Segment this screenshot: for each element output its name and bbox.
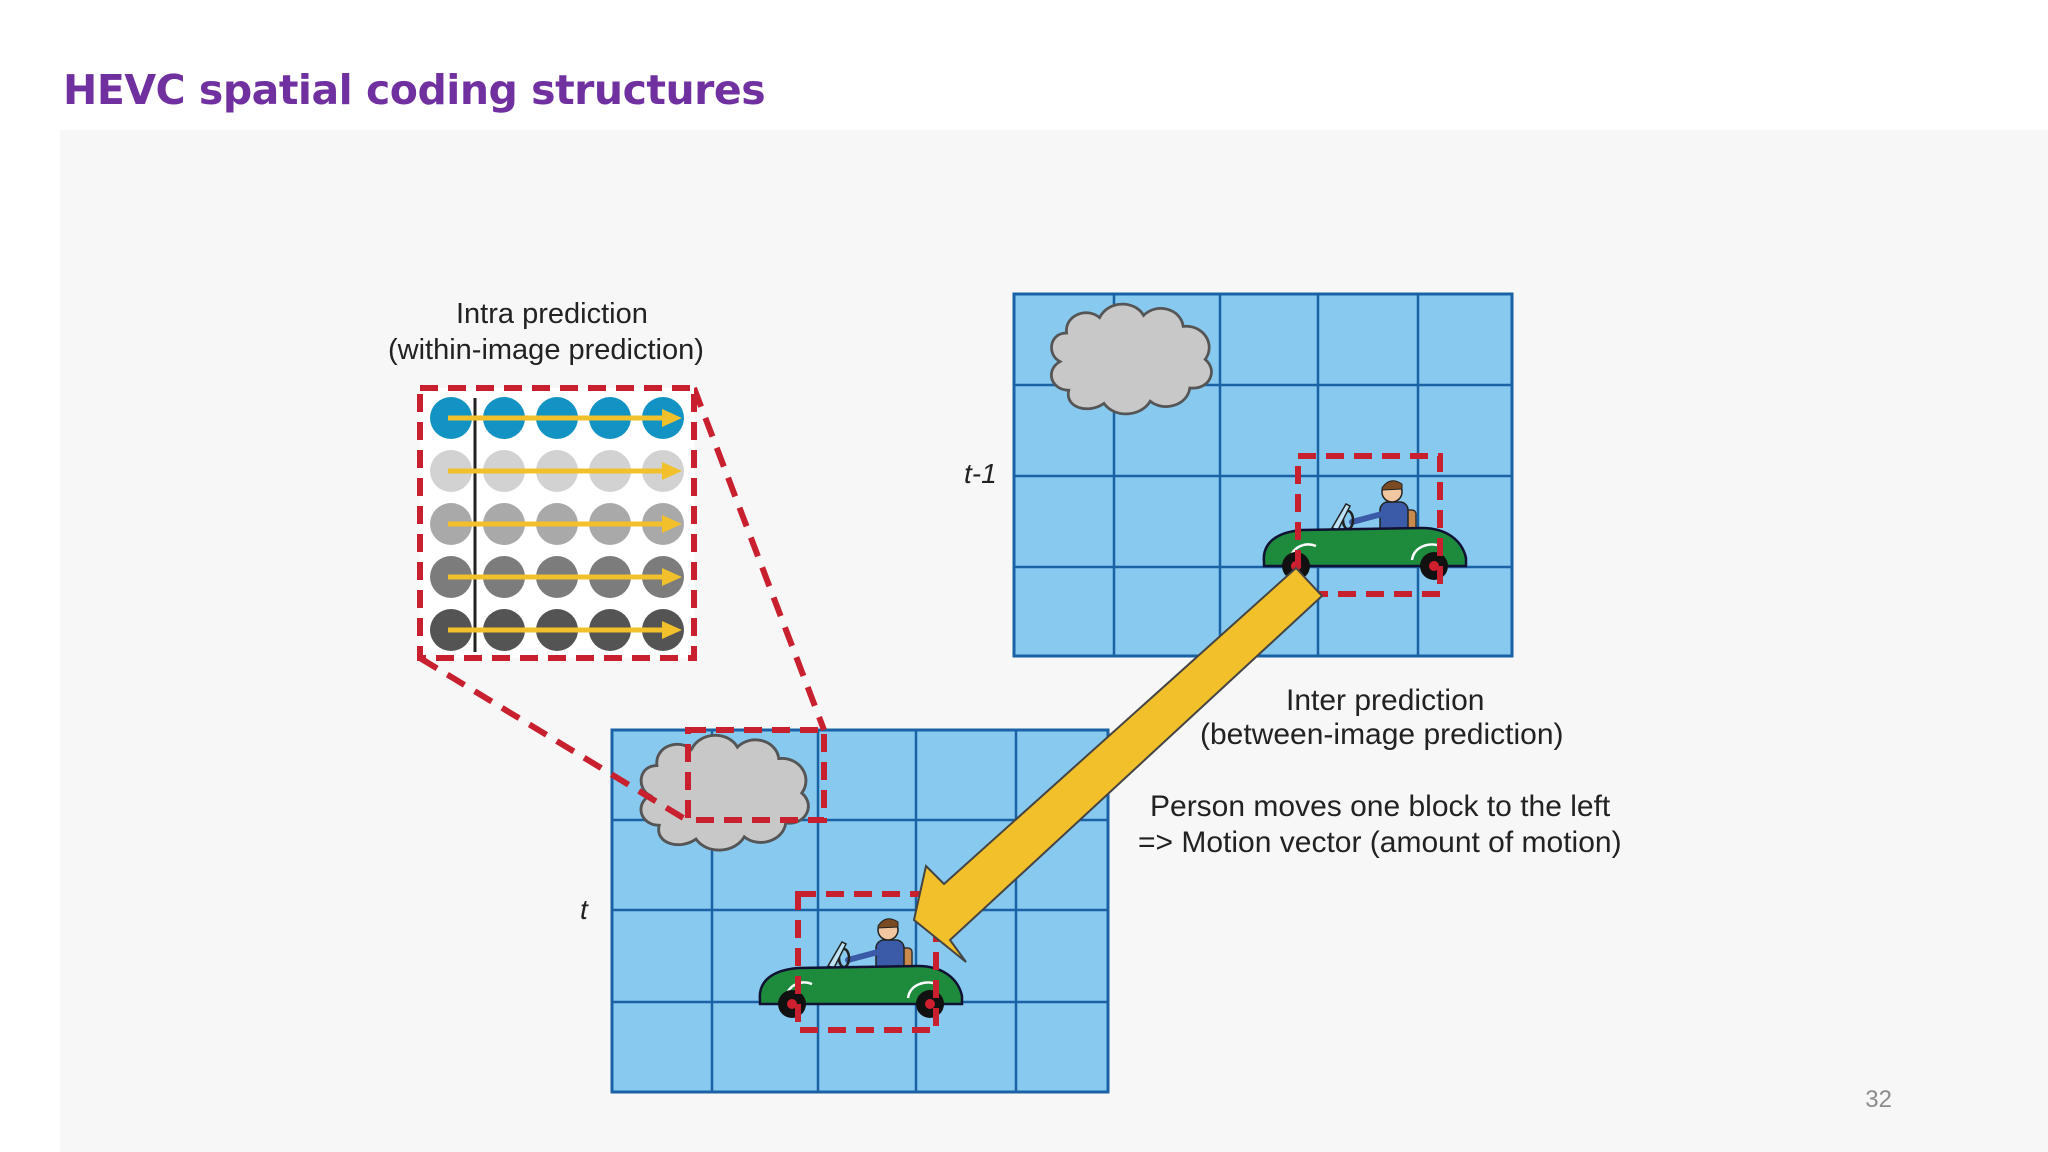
prediction-arrowhead: [662, 621, 682, 639]
reference-block-box: [1295, 453, 1443, 597]
frame-label-previous: t-1: [964, 458, 997, 489]
prediction-arrowhead: [662, 515, 682, 533]
intra-source-box: [685, 727, 827, 823]
inter-subtitle: (between-image prediction): [1200, 718, 1564, 751]
slide-title: HEVC spatial coding structures: [63, 66, 766, 114]
intra-arrows: [448, 409, 682, 639]
prediction-arrowhead: [662, 409, 682, 427]
intra-title: Intra prediction: [456, 298, 648, 330]
frame-label-current: t: [580, 894, 588, 925]
motion-note-line2: => Motion vector (amount of motion): [1138, 826, 1622, 859]
motion-vector-arrow: [912, 566, 1324, 963]
zoom-lines: [418, 386, 827, 825]
current-block-box: [795, 891, 939, 1033]
intra-subtitle: (within-image prediction): [388, 334, 704, 366]
prediction-arrowhead: [662, 462, 682, 480]
page-number: 32: [1865, 1086, 1892, 1113]
intra-prediction-inset: [417, 385, 697, 661]
motion-note-line1: Person moves one block to the left: [1150, 790, 1611, 823]
inter-title: Inter prediction: [1286, 684, 1485, 717]
prediction-arrowhead: [662, 568, 682, 586]
